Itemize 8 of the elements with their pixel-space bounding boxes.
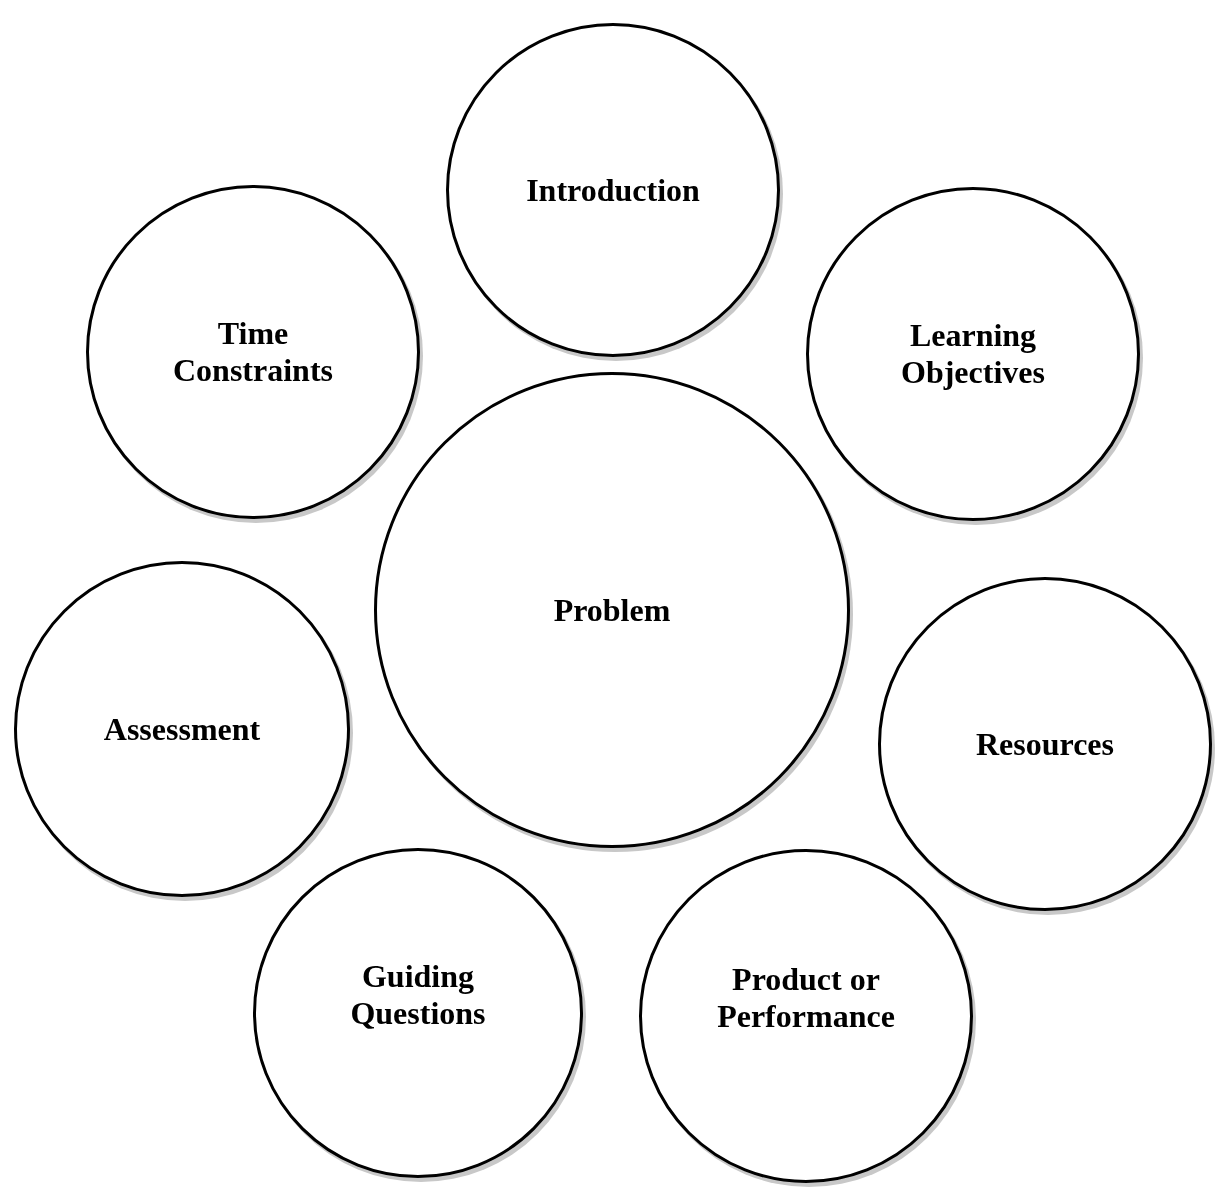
circle-label: Introduction [526,171,700,209]
circle-label: Guiding Questions [349,958,487,1032]
circle-label: Learning Objectives [900,317,1046,391]
circle-label: Resources [975,725,1114,763]
circle-label: Problem [553,591,671,629]
circle-label: Assessment [103,710,261,748]
circle-label: Product or Performance [716,961,896,1035]
circle-label: Time Constraints [172,315,334,389]
